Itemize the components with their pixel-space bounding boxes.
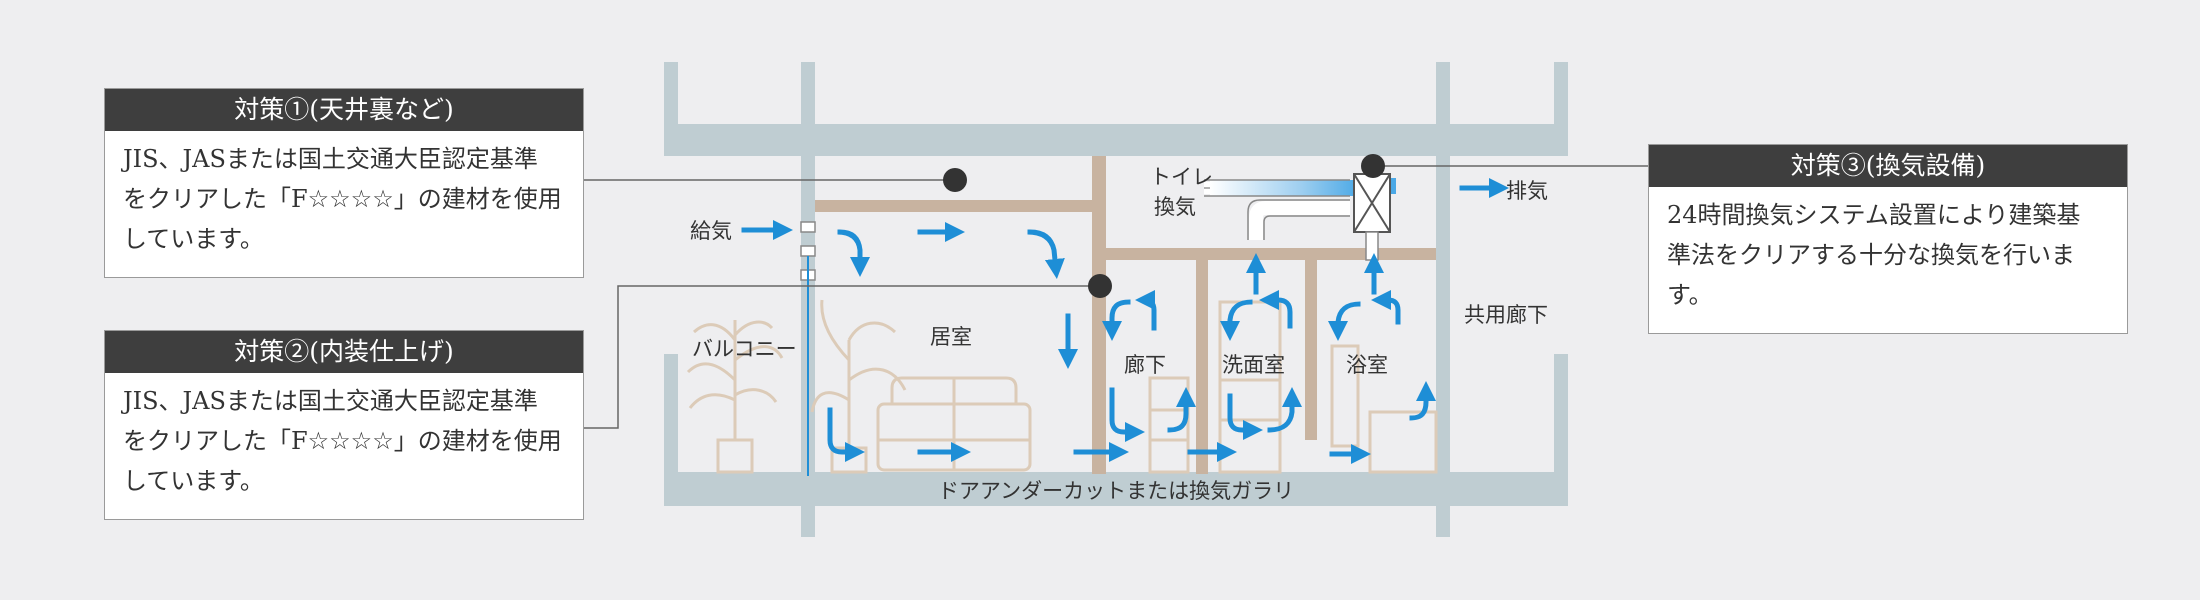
callout-text: JIS、JASまたは国土交通大臣認定基準 をクリアした「F☆☆☆☆」の建材を使用…: [123, 387, 562, 495]
bathroom-label: 浴室: [1346, 353, 1388, 377]
airflow-arrow: [1371, 290, 1401, 325]
airflow-arrow: [1102, 299, 1131, 341]
toilet-label-2: 換気: [1154, 195, 1196, 219]
washroom-label: 洗面室: [1222, 353, 1285, 377]
airflow-arrow: [1109, 387, 1145, 442]
toilet-label-1: トイレ: [1150, 165, 1213, 189]
interior-partitions: [815, 156, 1436, 474]
airflow-arrows: [741, 178, 1509, 464]
callout-title: 対策②(内装仕上げ): [105, 331, 583, 373]
airflow-arrow: [827, 407, 865, 462]
callout-measure-3: 対策③(換気設備) 24時間換気システム設置により建築基 準法をクリアする十分な…: [1648, 144, 2128, 334]
fan-unit: [1353, 173, 1391, 261]
airflow-arrow: [1027, 229, 1065, 279]
common-corridor-label: 共用廊下: [1464, 303, 1548, 327]
building-structure: [664, 62, 1568, 537]
balcony-label: バルコニー: [692, 337, 797, 361]
airflow-arrow: [1135, 290, 1157, 331]
supply-label: 給気: [690, 219, 732, 243]
airflow-arrow: [1220, 299, 1253, 341]
airflow-arrow: [1227, 393, 1263, 440]
airflow-arrow: [837, 229, 870, 277]
bathtub: [1330, 344, 1438, 474]
furniture-outlines: [686, 299, 1438, 474]
exhaust-label: 排気: [1506, 179, 1548, 203]
hall-label: 廊下: [1124, 353, 1166, 377]
cabinet-hall: [1148, 376, 1190, 474]
callout-title: 対策③(換気設備): [1649, 145, 2127, 187]
airflow-arrow: [1259, 290, 1293, 329]
sofa: [876, 376, 1032, 472]
callout-measure-2: 対策②(内装仕上げ) JIS、JASまたは国土交通大臣認定基準 をクリアした「F…: [104, 330, 584, 520]
callout-text: 24時間換気システム設置により建築基 準法をクリアする十分な換気を行いま す。: [1667, 201, 2081, 309]
airflow-arrow: [1167, 387, 1196, 433]
living-room-label: 居室: [930, 325, 972, 349]
leader-lines: [584, 165, 1648, 429]
marker-dots: [943, 154, 1385, 298]
plant-balcony: [686, 320, 784, 474]
airflow-arrow: [1409, 381, 1436, 421]
airflow-arrow: [1328, 301, 1361, 341]
callout-title: 対策①(天井裏など): [105, 89, 583, 131]
callout-text: JIS、JASまたは国土交通大臣認定基準 をクリアした「F☆☆☆☆」の建材を使用…: [123, 145, 562, 253]
callout-measure-1: 対策①(天井裏など) JIS、JASまたは国土交通大臣認定基準 をクリアした「F…: [104, 88, 584, 278]
undercut-label: ドアアンダーカットまたは換気ガラリ: [938, 479, 1294, 503]
airflow-arrow: [1267, 387, 1302, 433]
